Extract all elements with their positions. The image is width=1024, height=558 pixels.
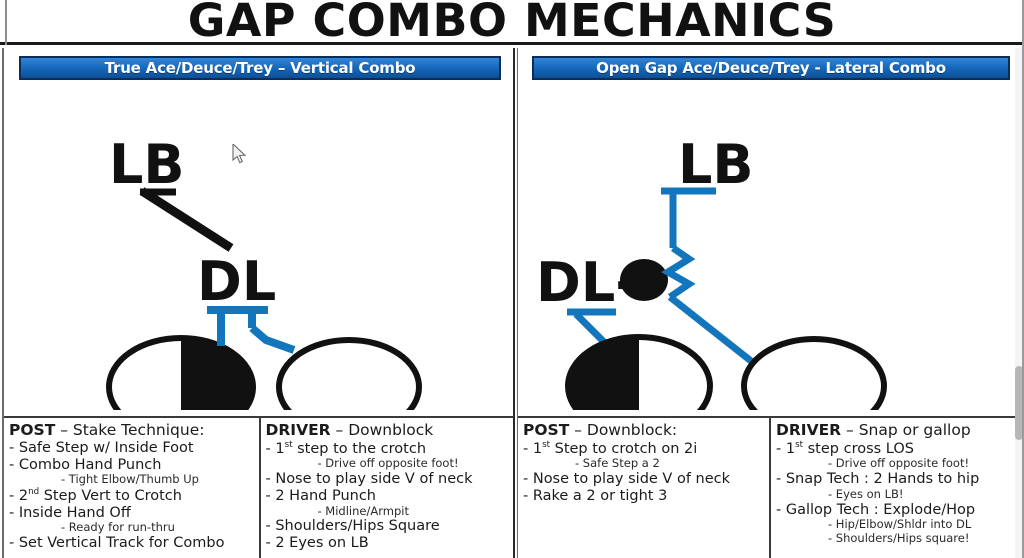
note-heading: DRIVER – Downblock [265, 421, 434, 439]
notes-vertical-combo: POST – Stake Technique:- Safe Step w/ In… [4, 416, 513, 558]
post-defender [106, 335, 256, 410]
notes-col-driver: DRIVER – Downblock- 1st step to the crot… [258, 418, 514, 558]
note-line: - Gallop Tech : Explode/Hop [776, 501, 976, 518]
panel-vertical-combo: True Ace/Deuce/Trey – Vertical Combo LB … [2, 48, 515, 558]
note-heading: POST – Stake Technique: [9, 421, 205, 439]
note-line: - Combo Hand Punch [9, 456, 162, 473]
window-right-edge [1022, 0, 1024, 558]
vertical-scrollbar-thumb[interactable] [1015, 366, 1023, 440]
note-line: - 2nd Step Vert to Crotch [9, 487, 182, 504]
svg-text:DL: DL [197, 250, 276, 313]
note-line: - Rake a 2 or tight 3 [523, 487, 668, 504]
note-line: - Eyes on LB! [828, 486, 904, 501]
note-line: - 1st step to the crotch [265, 439, 427, 457]
note-line: - Set Vertical Track for Combo [9, 535, 225, 552]
notes-col-driver: DRIVER – Snap or gallop- 1st step cross … [769, 418, 1020, 558]
notes-col-post: POST – Stake Technique:- Safe Step w/ In… [4, 418, 259, 558]
vertical-scrollbar-track[interactable] [1015, 48, 1024, 558]
note-line: - Drive off opposite foot! [828, 456, 970, 471]
title-band: GAP COMBO MECHANICS [0, 0, 1024, 47]
note-line: - Drive off opposite foot! [317, 456, 459, 471]
svg-text:LB: LB [109, 133, 185, 196]
notes-col-post: POST – Downblock:- 1st Step to crotch on… [518, 418, 769, 558]
note-line: - Safe Step a 2 [575, 456, 660, 471]
note-heading: DRIVER – Snap or gallop [776, 421, 971, 439]
notes-lateral-combo: POST – Downblock:- 1st Step to crotch on… [518, 416, 1020, 558]
note-line: - 1st step cross LOS [776, 439, 914, 457]
post-defender [565, 334, 713, 410]
note-line: - Hip/Elbow/Shldr into DL [828, 517, 972, 532]
banner-label: Open Gap Ace/Deuce/Trey - Lateral Combo [596, 59, 946, 77]
note-line: - Safe Step w/ Inside Foot [9, 439, 194, 456]
note-heading: POST – Downblock: [523, 421, 678, 439]
banner-vertical-combo: True Ace/Deuce/Trey – Vertical Combo [19, 56, 501, 80]
banner-label: True Ace/Deuce/Trey – Vertical Combo [104, 59, 416, 77]
diagram-vertical-combo: LB DL [4, 48, 513, 410]
note-line: - 1st Step to crotch on 2i [523, 439, 698, 457]
note-line: - Shoulders/Hips Square [265, 518, 440, 535]
mouse-cursor [232, 142, 248, 164]
title-left-rule [5, 0, 7, 45]
page-title: GAP COMBO MECHANICS [187, 0, 837, 47]
note-line: - Nose to play side V of neck [523, 471, 731, 488]
note-line: - 2 Eyes on LB [265, 535, 369, 552]
svg-text:LB: LB [678, 133, 754, 196]
note-line: - Snap Tech : 2 Hands to hip [776, 471, 980, 488]
note-line: - Shoulders/Hips square! [828, 531, 970, 546]
note-line: - Ready for run-thru [61, 520, 175, 535]
note-line: - Tight Elbow/Thumb Up [61, 472, 199, 487]
diagram-lateral-combo: LB DL- [518, 48, 1020, 410]
note-line: - Inside Hand Off [9, 504, 131, 521]
note-line: - Nose to play side V of neck [265, 471, 473, 488]
banner-lateral-combo: Open Gap Ace/Deuce/Trey - Lateral Combo [532, 56, 1010, 80]
note-line: - 2 Hand Punch [265, 487, 377, 504]
panel-lateral-combo: Open Gap Ace/Deuce/Trey - Lateral Combo … [517, 48, 1022, 558]
note-line: - Midline/Armpit [317, 503, 409, 518]
